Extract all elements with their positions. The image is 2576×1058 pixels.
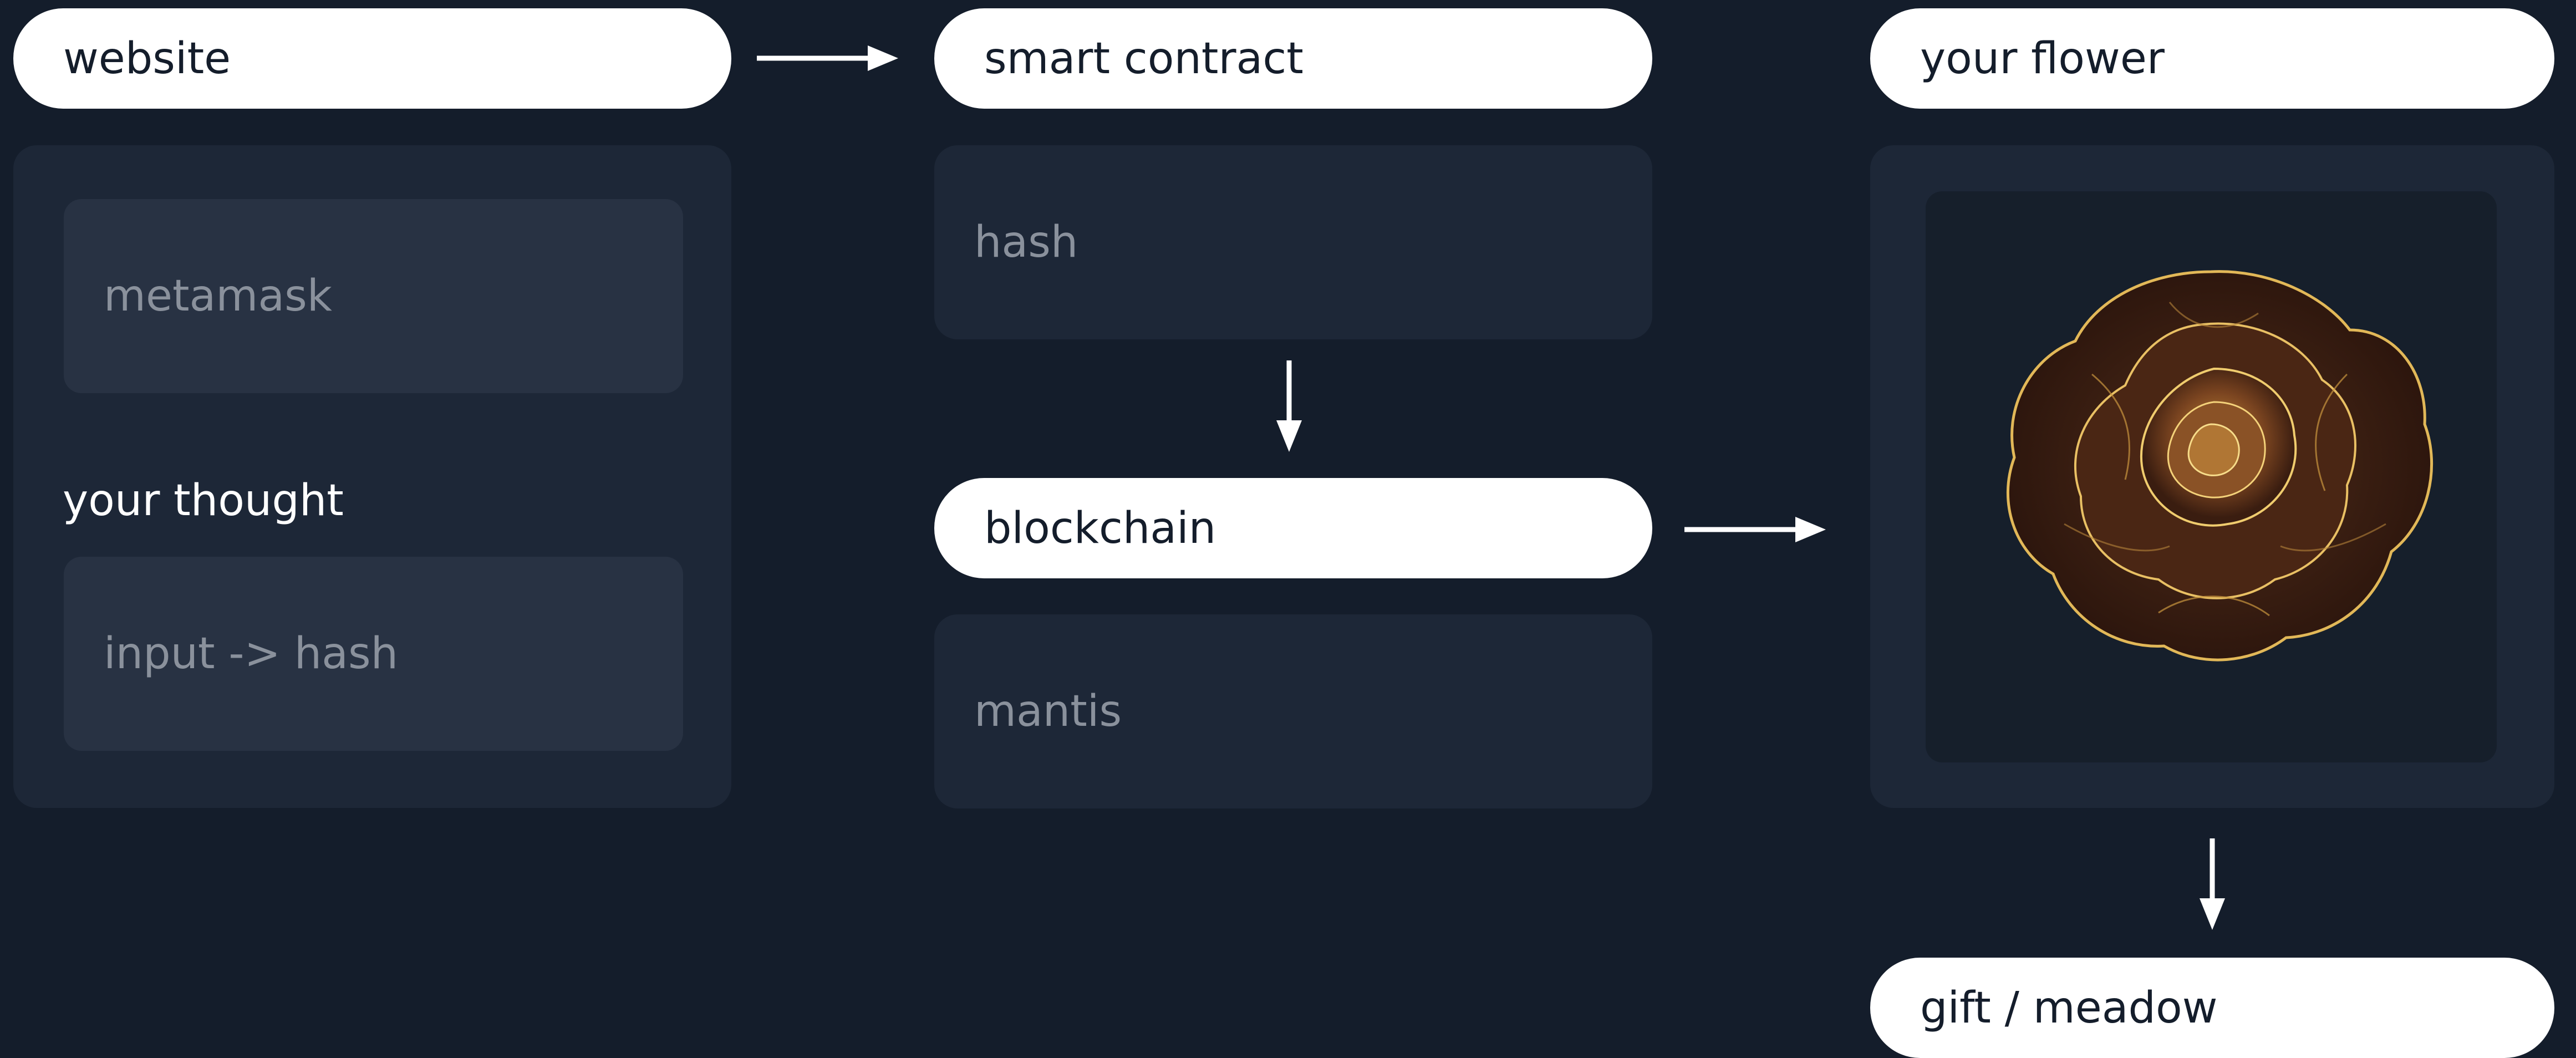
blockchain-node: blockchain [934,478,1652,578]
metamask-box: metamask [64,199,683,393]
rose-flower-icon [2007,270,2434,662]
arrow-right-icon [757,45,898,71]
gift-meadow-label: gift / meadow [1920,983,2218,1033]
hash-label: hash [974,217,1078,267]
your-flower-node: your flower [1870,8,2554,109]
arrow-down-icon [1276,360,1302,452]
website-label: website [63,33,231,84]
input-hash-label: input -> hash [104,629,399,679]
website-panel: metamask your thought input -> hash [13,145,731,808]
mantis-label: mantis [974,686,1122,736]
smart-contract-label: smart contract [984,33,1304,84]
input-hash-box: input -> hash [64,557,683,751]
gift-meadow-node: gift / meadow [1870,958,2554,1058]
website-node: website [13,8,731,109]
hash-panel: hash [934,145,1652,339]
flower-image [1926,191,2497,762]
arrow-down-icon [2200,838,2225,930]
arrow-right-icon [1684,517,1826,542]
your-flower-label: your flower [1920,33,2165,84]
metamask-label: metamask [104,271,332,321]
smart-contract-node: smart contract [934,8,1652,109]
flower-panel [1870,145,2554,808]
mantis-panel: mantis [934,614,1652,808]
blockchain-label: blockchain [984,503,1216,553]
your-thought-label: your thought [63,476,344,526]
